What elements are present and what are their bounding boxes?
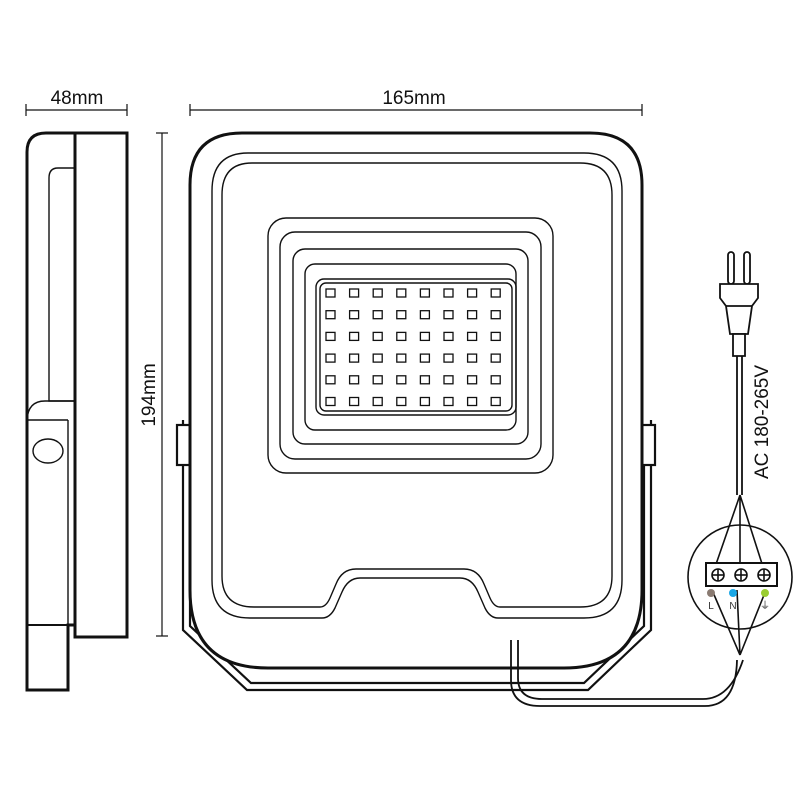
led-chip — [443, 375, 454, 385]
led-chip — [396, 353, 407, 363]
led-chip — [396, 310, 407, 320]
led-chip — [396, 331, 407, 342]
bracket-knob — [32, 438, 64, 464]
live-dot — [707, 589, 715, 597]
neutral-label: N — [729, 601, 736, 612]
led-chip — [443, 288, 454, 298]
led-chip — [490, 396, 501, 407]
terminal-screws — [711, 568, 771, 582]
led-chip — [325, 288, 336, 298]
led-chip — [490, 310, 501, 320]
led-chip — [466, 310, 478, 320]
led-chip — [466, 396, 478, 407]
earth-dot — [761, 589, 769, 597]
height-label: 194mm — [139, 363, 160, 426]
live-label: L — [708, 601, 714, 612]
led-chip — [348, 353, 360, 363]
led-chip — [490, 288, 501, 298]
neutral-dot — [729, 589, 737, 597]
led-chip — [419, 353, 431, 363]
led-chip — [443, 353, 454, 363]
led-chip — [466, 331, 478, 342]
led-chip — [372, 288, 383, 298]
floodlight-body — [188, 131, 644, 670]
terminal-labels: L N ⏚ — [707, 589, 770, 612]
terminal-screw-icon — [757, 568, 771, 582]
led-chip — [419, 331, 431, 342]
led-chip — [325, 396, 336, 407]
ground-symbol-icon: ⏚ — [760, 600, 770, 612]
led-chip — [348, 288, 360, 298]
voltage-label: AC 180-265V — [752, 365, 773, 479]
led-chip — [348, 331, 360, 342]
led-chip — [490, 353, 501, 363]
width-dimension — [189, 104, 643, 116]
led-chip — [443, 331, 454, 342]
led-chip — [466, 288, 478, 298]
power-cable — [510, 640, 744, 707]
led-chip — [419, 375, 431, 385]
depth-dimension — [25, 104, 128, 116]
led-grid — [325, 288, 501, 407]
led-chip — [443, 396, 454, 407]
led-chip — [325, 375, 336, 385]
led-chip — [396, 288, 407, 298]
led-chip — [348, 396, 360, 407]
led-chip — [348, 375, 360, 385]
led-chip — [419, 310, 431, 320]
height-dimension — [156, 132, 168, 637]
terminal-screw-icon — [734, 568, 748, 582]
junction-box — [687, 494, 793, 656]
led-chip — [372, 353, 383, 363]
led-chip — [372, 310, 383, 320]
led-chip — [490, 375, 501, 385]
led-chip — [325, 310, 336, 320]
led-panel — [267, 217, 554, 474]
led-chip — [419, 288, 431, 298]
led-chip — [325, 353, 336, 363]
plug-icon — [719, 251, 759, 495]
led-chip — [325, 331, 336, 342]
led-chip — [372, 331, 383, 342]
led-chip — [466, 353, 478, 363]
led-chip — [490, 331, 501, 342]
led-chip — [396, 396, 407, 407]
width-label: 165mm — [382, 88, 445, 109]
led-chip — [372, 396, 383, 407]
led-chip — [348, 310, 360, 320]
led-chip — [466, 375, 478, 385]
depth-label: 48mm — [51, 88, 104, 109]
led-chip — [372, 375, 383, 385]
led-chip — [443, 310, 454, 320]
terminal-screw-icon — [711, 568, 725, 582]
led-chip — [396, 375, 407, 385]
led-chip — [419, 396, 431, 407]
side-view — [25, 131, 129, 692]
